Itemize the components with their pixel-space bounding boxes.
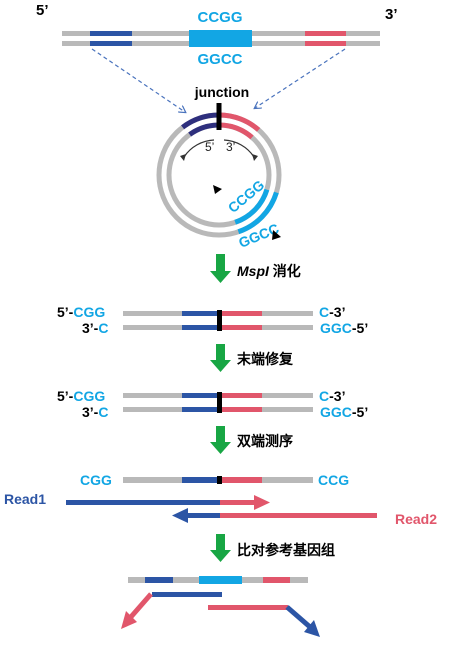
aligned-read2-red <box>208 605 288 610</box>
digested-fragment: 5’-CGG 3’-C C-3’ GGC-5’ <box>57 304 368 336</box>
step-end-repair: 末端修复 <box>210 344 294 372</box>
circle-red-arc-outer <box>218 112 261 132</box>
ref-red-segment <box>263 577 290 583</box>
repair-right-bottom-label: GGC-5’ <box>320 404 368 420</box>
green-arrow-step2 <box>210 344 231 372</box>
repair-blue-upper <box>182 393 217 398</box>
read1-label: Read1 <box>4 491 46 507</box>
aligned-read2-blue-clip <box>285 605 312 629</box>
read2-label: Read2 <box>395 511 437 527</box>
step3-label: 双端测序 <box>237 433 293 449</box>
top-ggcc-site-label: GGCC <box>198 51 243 68</box>
aligned-read2-arrowhead <box>304 620 320 637</box>
top-linear-dna: 5’ 3’ CCGG GGCC <box>36 2 398 112</box>
step4-label: 比对参考基因组 <box>237 542 335 558</box>
step-paired-end-sequencing: 双端测序 <box>210 426 293 454</box>
repair-left-top-label: 5’-CGG <box>57 388 105 404</box>
seq-left-cgg-label: CGG <box>80 472 112 488</box>
circle-ccgg-label: CCGG <box>225 177 268 216</box>
direction-arrowhead-left <box>180 154 186 161</box>
repair-junction-marker <box>217 392 222 413</box>
repair-blue-lower <box>182 407 217 412</box>
green-arrow-step1 <box>210 254 231 283</box>
seq-junction-marker <box>217 476 222 484</box>
top-blue-segment-upper <box>90 31 132 36</box>
green-arrow-step3 <box>210 426 231 454</box>
cut-site-triangle-upper <box>213 185 222 194</box>
digest-blue-lower <box>182 325 217 330</box>
dashed-arrow-right <box>255 48 346 108</box>
read1-arrowhead <box>254 495 270 510</box>
repair-left-bottom-label: 3’-C <box>82 404 108 420</box>
repair-red-upper <box>222 393 262 398</box>
circle-cyan-arc-inner <box>234 188 270 225</box>
aligned-read1-arrowhead <box>121 611 137 629</box>
digest-right-top-label: C-3’ <box>319 304 345 320</box>
aligned-read1-red-clip <box>128 592 153 620</box>
seq-right-ccg-label: CCG <box>318 472 349 488</box>
ref-blue-segment <box>145 577 173 583</box>
top-blue-segment-lower <box>90 41 132 46</box>
sequenced-fragment: CGG CCG Read1 Read2 <box>4 472 437 527</box>
circle-3prime-label: 3’ <box>226 140 235 154</box>
circle-red-arc-inner <box>218 122 254 140</box>
cut-site-triangle-lower <box>272 230 281 240</box>
repaired-fragment: 5’-CGG 3’-C C-3’ GGC-5’ <box>57 388 368 420</box>
digest-red-upper <box>222 311 262 316</box>
direction-arrowhead-right <box>252 154 258 161</box>
top-ccgg-site-label: CCGG <box>198 9 243 26</box>
reference-alignment <box>121 576 320 637</box>
top-5prime-label: 5’ <box>36 2 49 19</box>
ref-mspi-site-block <box>199 576 242 584</box>
top-red-segment-lower <box>305 41 346 46</box>
top-mspi-site-block <box>189 30 252 47</box>
step-align-reference: 比对参考基因组 <box>210 534 335 562</box>
circle-navy-arc-outer <box>181 112 220 130</box>
top-3prime-label: 3’ <box>385 6 398 23</box>
read1-red-part <box>220 500 256 505</box>
circle-cyan-arc-outer <box>237 191 279 235</box>
step-mspi-digest: MspI 消化 <box>210 254 301 283</box>
repair-red-lower <box>222 407 262 412</box>
digest-junction-marker <box>217 310 222 331</box>
repair-right-top-label: C-3’ <box>319 388 345 404</box>
junction-marker <box>216 103 222 130</box>
dashed-arrow-left <box>91 48 185 112</box>
top-red-segment-upper <box>305 31 346 36</box>
read2-arrowhead <box>172 508 188 523</box>
read2-blue-part <box>186 513 220 518</box>
read2-red-part <box>220 513 377 518</box>
step1-label: MspI 消化 <box>237 263 301 279</box>
green-arrow-step4 <box>210 534 231 562</box>
digest-blue-upper <box>182 311 217 316</box>
read1-blue-part <box>66 500 220 505</box>
aligned-read1-blue <box>152 592 222 597</box>
circle-navy-arc-inner <box>188 122 220 137</box>
digest-red-lower <box>222 325 262 330</box>
circle-5prime-label: 5’ <box>205 140 214 154</box>
seq-red-segment <box>222 477 262 483</box>
digest-left-top-label: 5’-CGG <box>57 304 105 320</box>
circular-dna: junction 5’ 3’ CCGG GGCC <box>156 84 282 251</box>
seq-blue-segment <box>182 477 217 483</box>
step2-label: 末端修复 <box>237 351 294 367</box>
digest-left-bottom-label: 3’-C <box>82 320 108 336</box>
digest-right-bottom-label: GGC-5’ <box>320 320 368 336</box>
junction-label: junction <box>194 84 249 100</box>
